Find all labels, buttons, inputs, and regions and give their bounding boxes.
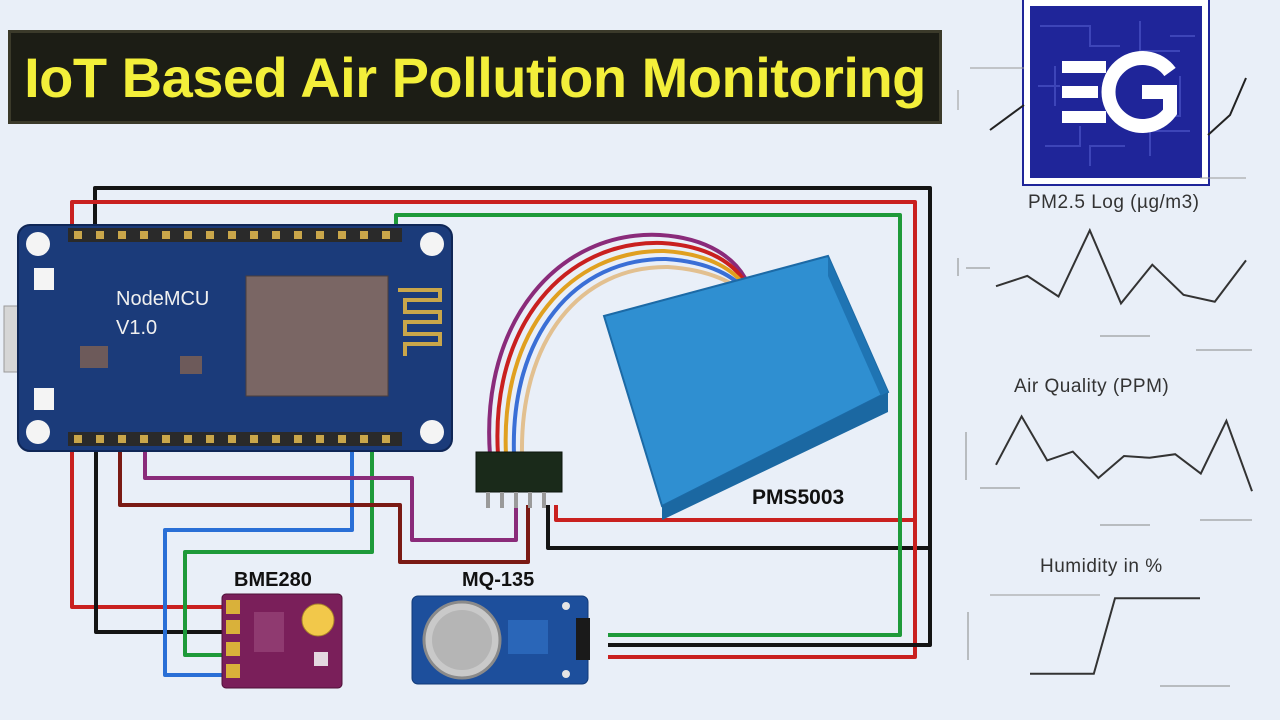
header-pin (140, 435, 148, 443)
wire-black-top (93, 186, 932, 550)
wire-purple (143, 440, 518, 542)
header-pin (118, 435, 126, 443)
graph-label-humidity: Humidity in % (1040, 556, 1163, 577)
header-pin (272, 231, 280, 239)
header-pin (184, 435, 192, 443)
graph-line-1 (995, 227, 1247, 306)
title-banner: IoT Based Air Pollution Monitoring (8, 30, 942, 124)
header-pin (162, 435, 170, 443)
header-pin (250, 231, 258, 239)
header-pin (206, 231, 214, 239)
graph-label-air-quality: Air Quality (PPM) (1014, 376, 1170, 397)
header-pin (162, 231, 170, 239)
header-pin (272, 435, 280, 443)
wire-green-bme (183, 440, 374, 657)
pm-sensor-label: PMS5003 (752, 486, 844, 509)
graph-label-pm25: PM2.5 Log (µg/m3) (1028, 192, 1200, 213)
header-pin (294, 435, 302, 443)
nodemcu-board: NodeMCU V1.0 (3, 224, 453, 452)
header-pin (382, 231, 390, 239)
board-version: V1.0 (116, 317, 157, 339)
header-pin (250, 435, 258, 443)
wire-red-left (70, 440, 228, 609)
pm-sensor: PMS5003 (475, 232, 890, 520)
bme280-sensor: BME280 (221, 569, 343, 689)
header-pin (316, 231, 324, 239)
bme-label: BME280 (234, 569, 312, 591)
header-pin (96, 435, 104, 443)
wire-green-top (394, 213, 902, 637)
header-pin (360, 435, 368, 443)
header-pin (360, 231, 368, 239)
header-pin (184, 231, 192, 239)
header-pin (338, 231, 346, 239)
graph-line-2 (995, 414, 1253, 492)
header-pin (140, 231, 148, 239)
eg-logo (1022, 0, 1210, 186)
header-pin (74, 435, 82, 443)
wire-black-left (94, 440, 228, 634)
header-pin (382, 435, 390, 443)
header-pin (228, 231, 236, 239)
graph-line-3 (1030, 597, 1200, 675)
header-pin (118, 231, 126, 239)
mq-label: MQ-135 (462, 569, 534, 591)
wire-red-right (608, 520, 917, 659)
page-title: IoT Based Air Pollution Monitoring (24, 45, 926, 109)
header-pin (206, 435, 214, 443)
mq135-sensor: MQ-135 (411, 569, 590, 685)
header-pin (338, 435, 346, 443)
header-pin (228, 435, 236, 443)
board-name: NodeMCU (116, 288, 209, 310)
header-pin (74, 231, 82, 239)
wire-red-top (70, 200, 917, 522)
wire-blue (163, 440, 354, 677)
wire-black-right (608, 548, 932, 647)
header-pin (316, 435, 324, 443)
wire-maroon (118, 440, 530, 564)
header-pin (96, 231, 104, 239)
header-pin (294, 231, 302, 239)
graphs-panel (957, 67, 1253, 687)
logo-mark (1038, 21, 1195, 166)
